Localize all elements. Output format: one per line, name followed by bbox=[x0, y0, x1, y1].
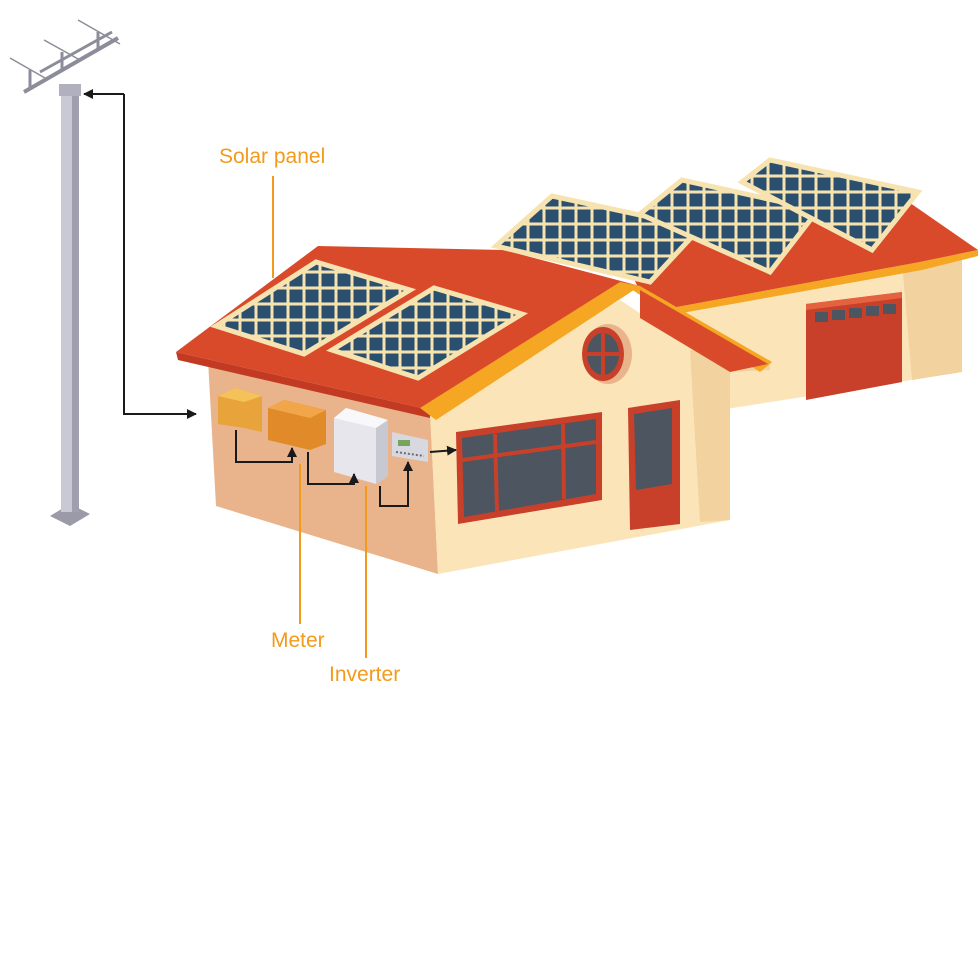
meter-box bbox=[268, 400, 326, 450]
gable-trim-left bbox=[420, 282, 640, 420]
front-wall-side bbox=[690, 350, 770, 522]
meter-label: Meter bbox=[271, 629, 325, 652]
equipment bbox=[218, 388, 428, 484]
pole-shaft-front bbox=[61, 92, 72, 512]
house-front bbox=[420, 282, 772, 574]
wiring bbox=[83, 89, 457, 507]
insulator-wire-2 bbox=[43, 39, 81, 61]
wire-controller-to-house bbox=[429, 445, 457, 456]
cross-arm-lower bbox=[23, 36, 119, 94]
garage-windows bbox=[815, 304, 896, 322]
charge-controller bbox=[392, 432, 428, 462]
garage-door bbox=[806, 292, 902, 400]
front-door bbox=[628, 400, 680, 530]
insulator-wire-1 bbox=[9, 57, 46, 79]
solar-panel-2 bbox=[326, 285, 529, 381]
solar-panel-label: Solar panel bbox=[219, 145, 326, 168]
utility-pole bbox=[9, 19, 121, 526]
main-roof-edge bbox=[176, 352, 430, 418]
pole-cap bbox=[59, 84, 81, 96]
solar-panels bbox=[210, 157, 923, 381]
solar-panel-1 bbox=[210, 259, 417, 357]
inverter-label: Inverter bbox=[329, 663, 401, 686]
gable-roof-right bbox=[640, 290, 768, 372]
leader-lines bbox=[272, 176, 367, 658]
round-window bbox=[582, 324, 632, 384]
garage-roof-trim bbox=[650, 250, 978, 318]
garage-wing bbox=[620, 196, 978, 410]
junction-box bbox=[218, 388, 262, 432]
inverter-box bbox=[334, 408, 388, 484]
garage-door-top bbox=[806, 292, 902, 310]
front-window bbox=[456, 412, 602, 524]
solar-panel-5 bbox=[737, 157, 923, 254]
wire-pole-to-house bbox=[123, 94, 197, 419]
wire-junction-to-meter bbox=[235, 430, 297, 463]
wire-inverter-to-controller bbox=[379, 461, 413, 507]
garage-wall-side bbox=[900, 238, 962, 380]
left-wing-wall bbox=[208, 360, 438, 574]
pole-shaft-side bbox=[72, 92, 79, 512]
cross-arm-upper bbox=[39, 30, 113, 74]
pole-base bbox=[50, 504, 90, 526]
wire-meter-to-inverter bbox=[307, 452, 359, 485]
